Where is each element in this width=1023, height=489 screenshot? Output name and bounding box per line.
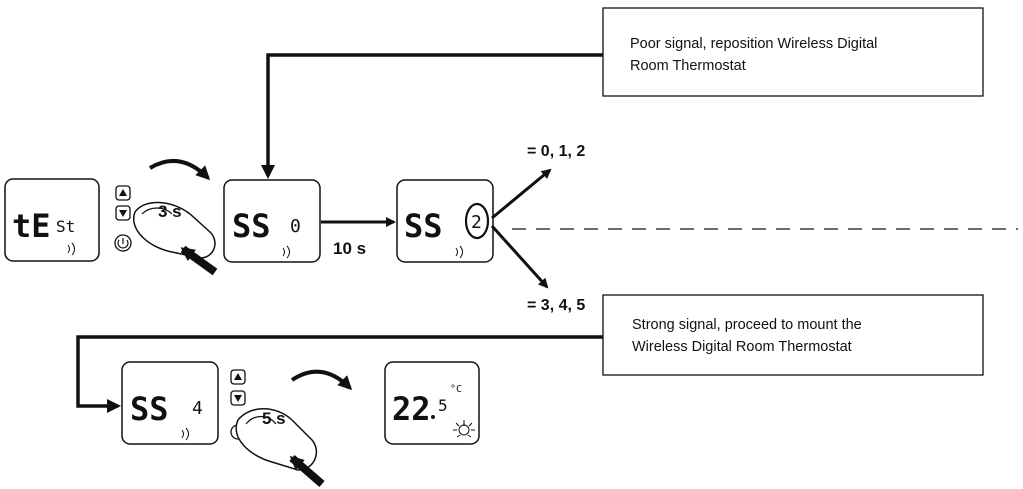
display-ss4-main: SS (130, 390, 169, 428)
display-temperature-small: 5 (438, 396, 448, 415)
finger-press-icon-1 (132, 201, 216, 259)
display-test-small: St (56, 217, 75, 236)
thermostat-buttons-1 (114, 185, 132, 252)
flashing-power-icon (453, 420, 475, 438)
press-arrow-2 (289, 454, 325, 488)
wireless-icon (455, 245, 463, 259)
display-ss2-main: SS (404, 207, 443, 245)
curved-arrow-2 (290, 369, 353, 391)
poor-signal-text-line1: Poor signal, reposition Wireless Digital (630, 36, 877, 52)
curved-arrow-1 (148, 159, 211, 181)
display-ss0: SS 0 (223, 179, 321, 263)
display-ss2-small: 2 (471, 212, 482, 233)
highlight-circle (464, 202, 490, 240)
wait-duration: 10 s (333, 239, 366, 258)
poor-branch-arrow (491, 168, 552, 220)
press-arrow-1 (180, 245, 218, 276)
strong-branch-arrow (490, 224, 549, 289)
strong-branch-values: = 3, 4, 5 (527, 297, 585, 314)
strong-signal-box (602, 294, 984, 376)
display-temperature-main: 22 (392, 390, 431, 428)
strong-signal-connector (76, 335, 603, 413)
display-ss0-small: 0 (290, 216, 301, 237)
strong-signal-text-line1: Strong signal, proceed to mount the (632, 317, 862, 333)
display-temperature-unit: °C (450, 384, 462, 395)
strong-signal-text-line2: Wireless Digital Room Thermostat (632, 339, 852, 355)
poor-signal-box (602, 7, 984, 97)
poor-signal-text-line2: Room Thermostat (630, 58, 746, 74)
finger-press-icon-2 (235, 408, 318, 471)
press-duration-1: 3 s (158, 202, 182, 221)
display-test: tE St (4, 178, 100, 262)
display-test-main: tE (12, 207, 51, 245)
display-ss4: SS 4 (121, 361, 219, 445)
wireless-icon (67, 242, 75, 256)
display-ss2: SS 2 (396, 179, 494, 263)
press-duration-2: 5 s (262, 409, 286, 428)
wireless-icon (181, 427, 189, 441)
poor-branch-values: = 0, 1, 2 (527, 143, 585, 160)
display-ss0-main: SS (232, 207, 271, 245)
display-ss4-small: 4 (192, 398, 203, 419)
wireless-icon (282, 245, 290, 259)
poor-signal-connector (261, 53, 603, 179)
display-temperature: 22 5 °C (384, 361, 480, 445)
